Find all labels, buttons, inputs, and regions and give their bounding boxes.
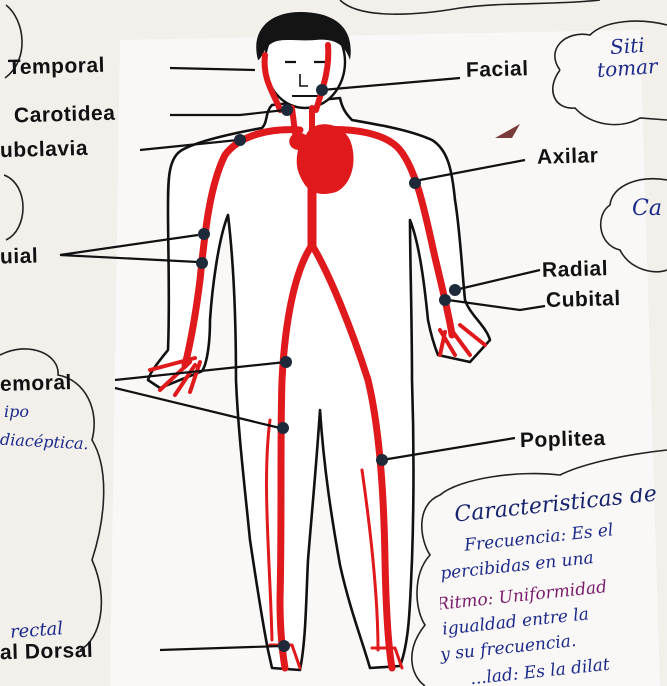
label-facial: Facial [466, 57, 529, 83]
note-ipo: ipo [4, 402, 29, 421]
label-femoral: emoral [0, 371, 72, 397]
note-rectal: rectal [9, 618, 63, 643]
pulse-point-brachial-upper [198, 228, 210, 240]
pulse-point-carotid [281, 104, 293, 116]
pulse-point-subclavian [234, 134, 246, 146]
pulse-point-femoral [280, 356, 292, 368]
label-temporal: Temporal [8, 54, 106, 81]
label-poplitea: Poplitea [520, 427, 606, 453]
pulse-point-ulnar [439, 294, 451, 306]
pulse-point-facial [316, 84, 328, 96]
pulse-point-femoral-lower [277, 422, 289, 434]
pulse-point-brachial-lower [196, 257, 208, 269]
note-tomar: tomar [596, 54, 658, 82]
label-dorsal: al Dorsal [0, 639, 94, 665]
label-subclavia: ubclavia [0, 137, 88, 163]
label-braquial: uial [0, 245, 38, 270]
pulse-point-popliteal [376, 454, 388, 466]
note-box-line-2: percibidas en una [440, 548, 595, 584]
pulse-point-radial [449, 284, 461, 296]
label-carotidea: Carotidea [14, 102, 116, 129]
pulse-point-dorsal [278, 640, 290, 652]
note-ca: Ca [632, 196, 662, 221]
note-box-title: Caracteristicas de [453, 488, 658, 528]
label-radial: Radial [542, 257, 609, 283]
label-axilar: Axilar [537, 144, 599, 170]
label-cubital: Cubital [546, 287, 621, 313]
characteristics-note: Caracteristicas de Frecuencia: Es el per… [440, 488, 667, 686]
pulse-point-axillary [409, 177, 421, 189]
